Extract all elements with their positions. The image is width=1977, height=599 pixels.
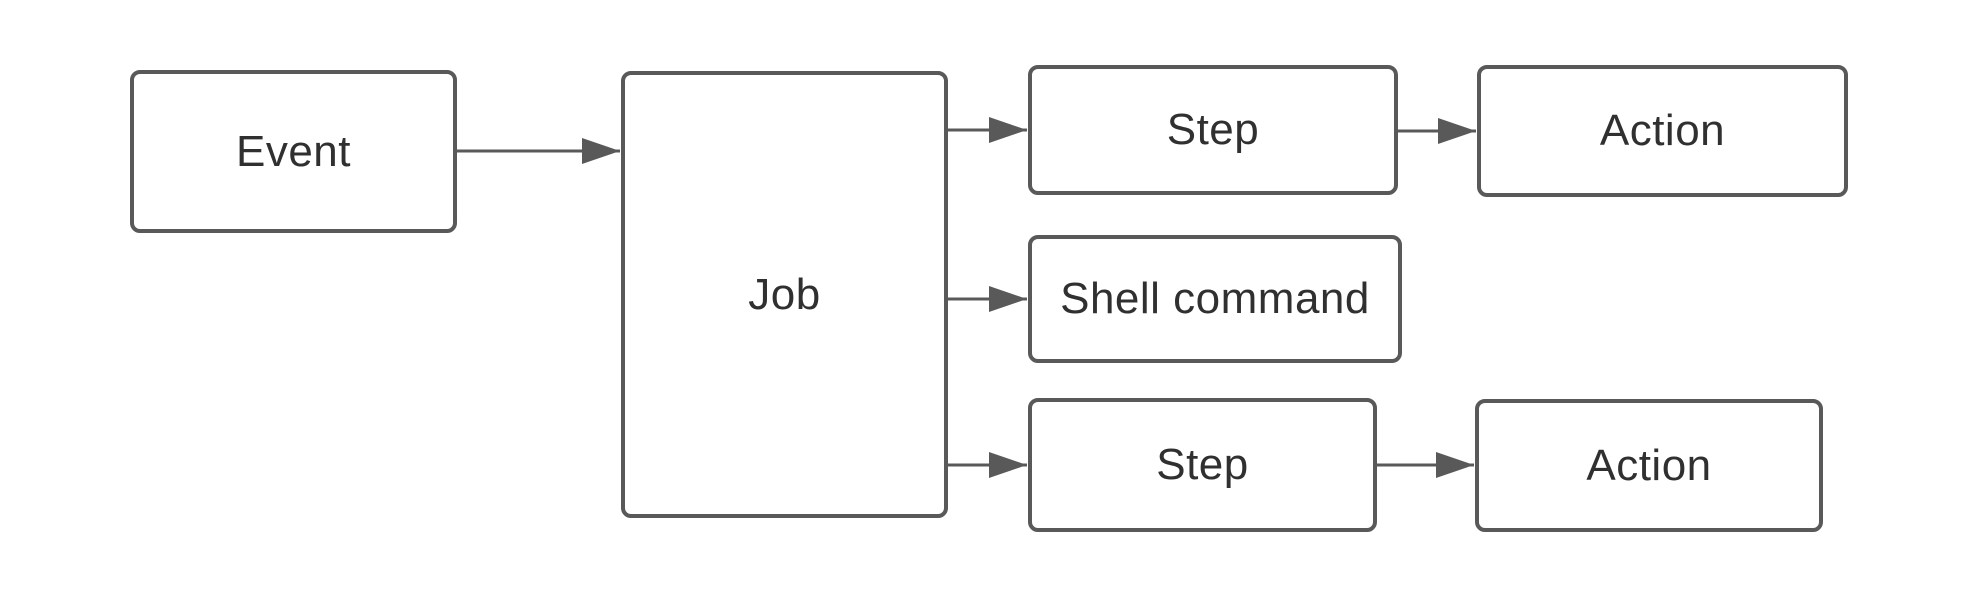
- node-action-1: Action: [1477, 65, 1848, 197]
- node-action-1-label: Action: [1599, 106, 1726, 155]
- node-job-label: Job: [748, 269, 821, 319]
- node-shell-command-label: Shell command: [1060, 274, 1370, 323]
- node-step-1: Step: [1028, 65, 1398, 195]
- node-step-1-label: Step: [1166, 105, 1260, 154]
- node-event-label: Event: [235, 126, 351, 176]
- node-action-2-label: Action: [1586, 440, 1712, 490]
- node-step-2-label: Step: [1156, 440, 1249, 489]
- node-step-2: Step: [1028, 398, 1377, 532]
- node-shell-command: Shell command: [1028, 235, 1402, 363]
- node-event: Event: [130, 70, 457, 233]
- node-action-2: Action: [1475, 399, 1823, 532]
- node-job: Job: [621, 71, 948, 518]
